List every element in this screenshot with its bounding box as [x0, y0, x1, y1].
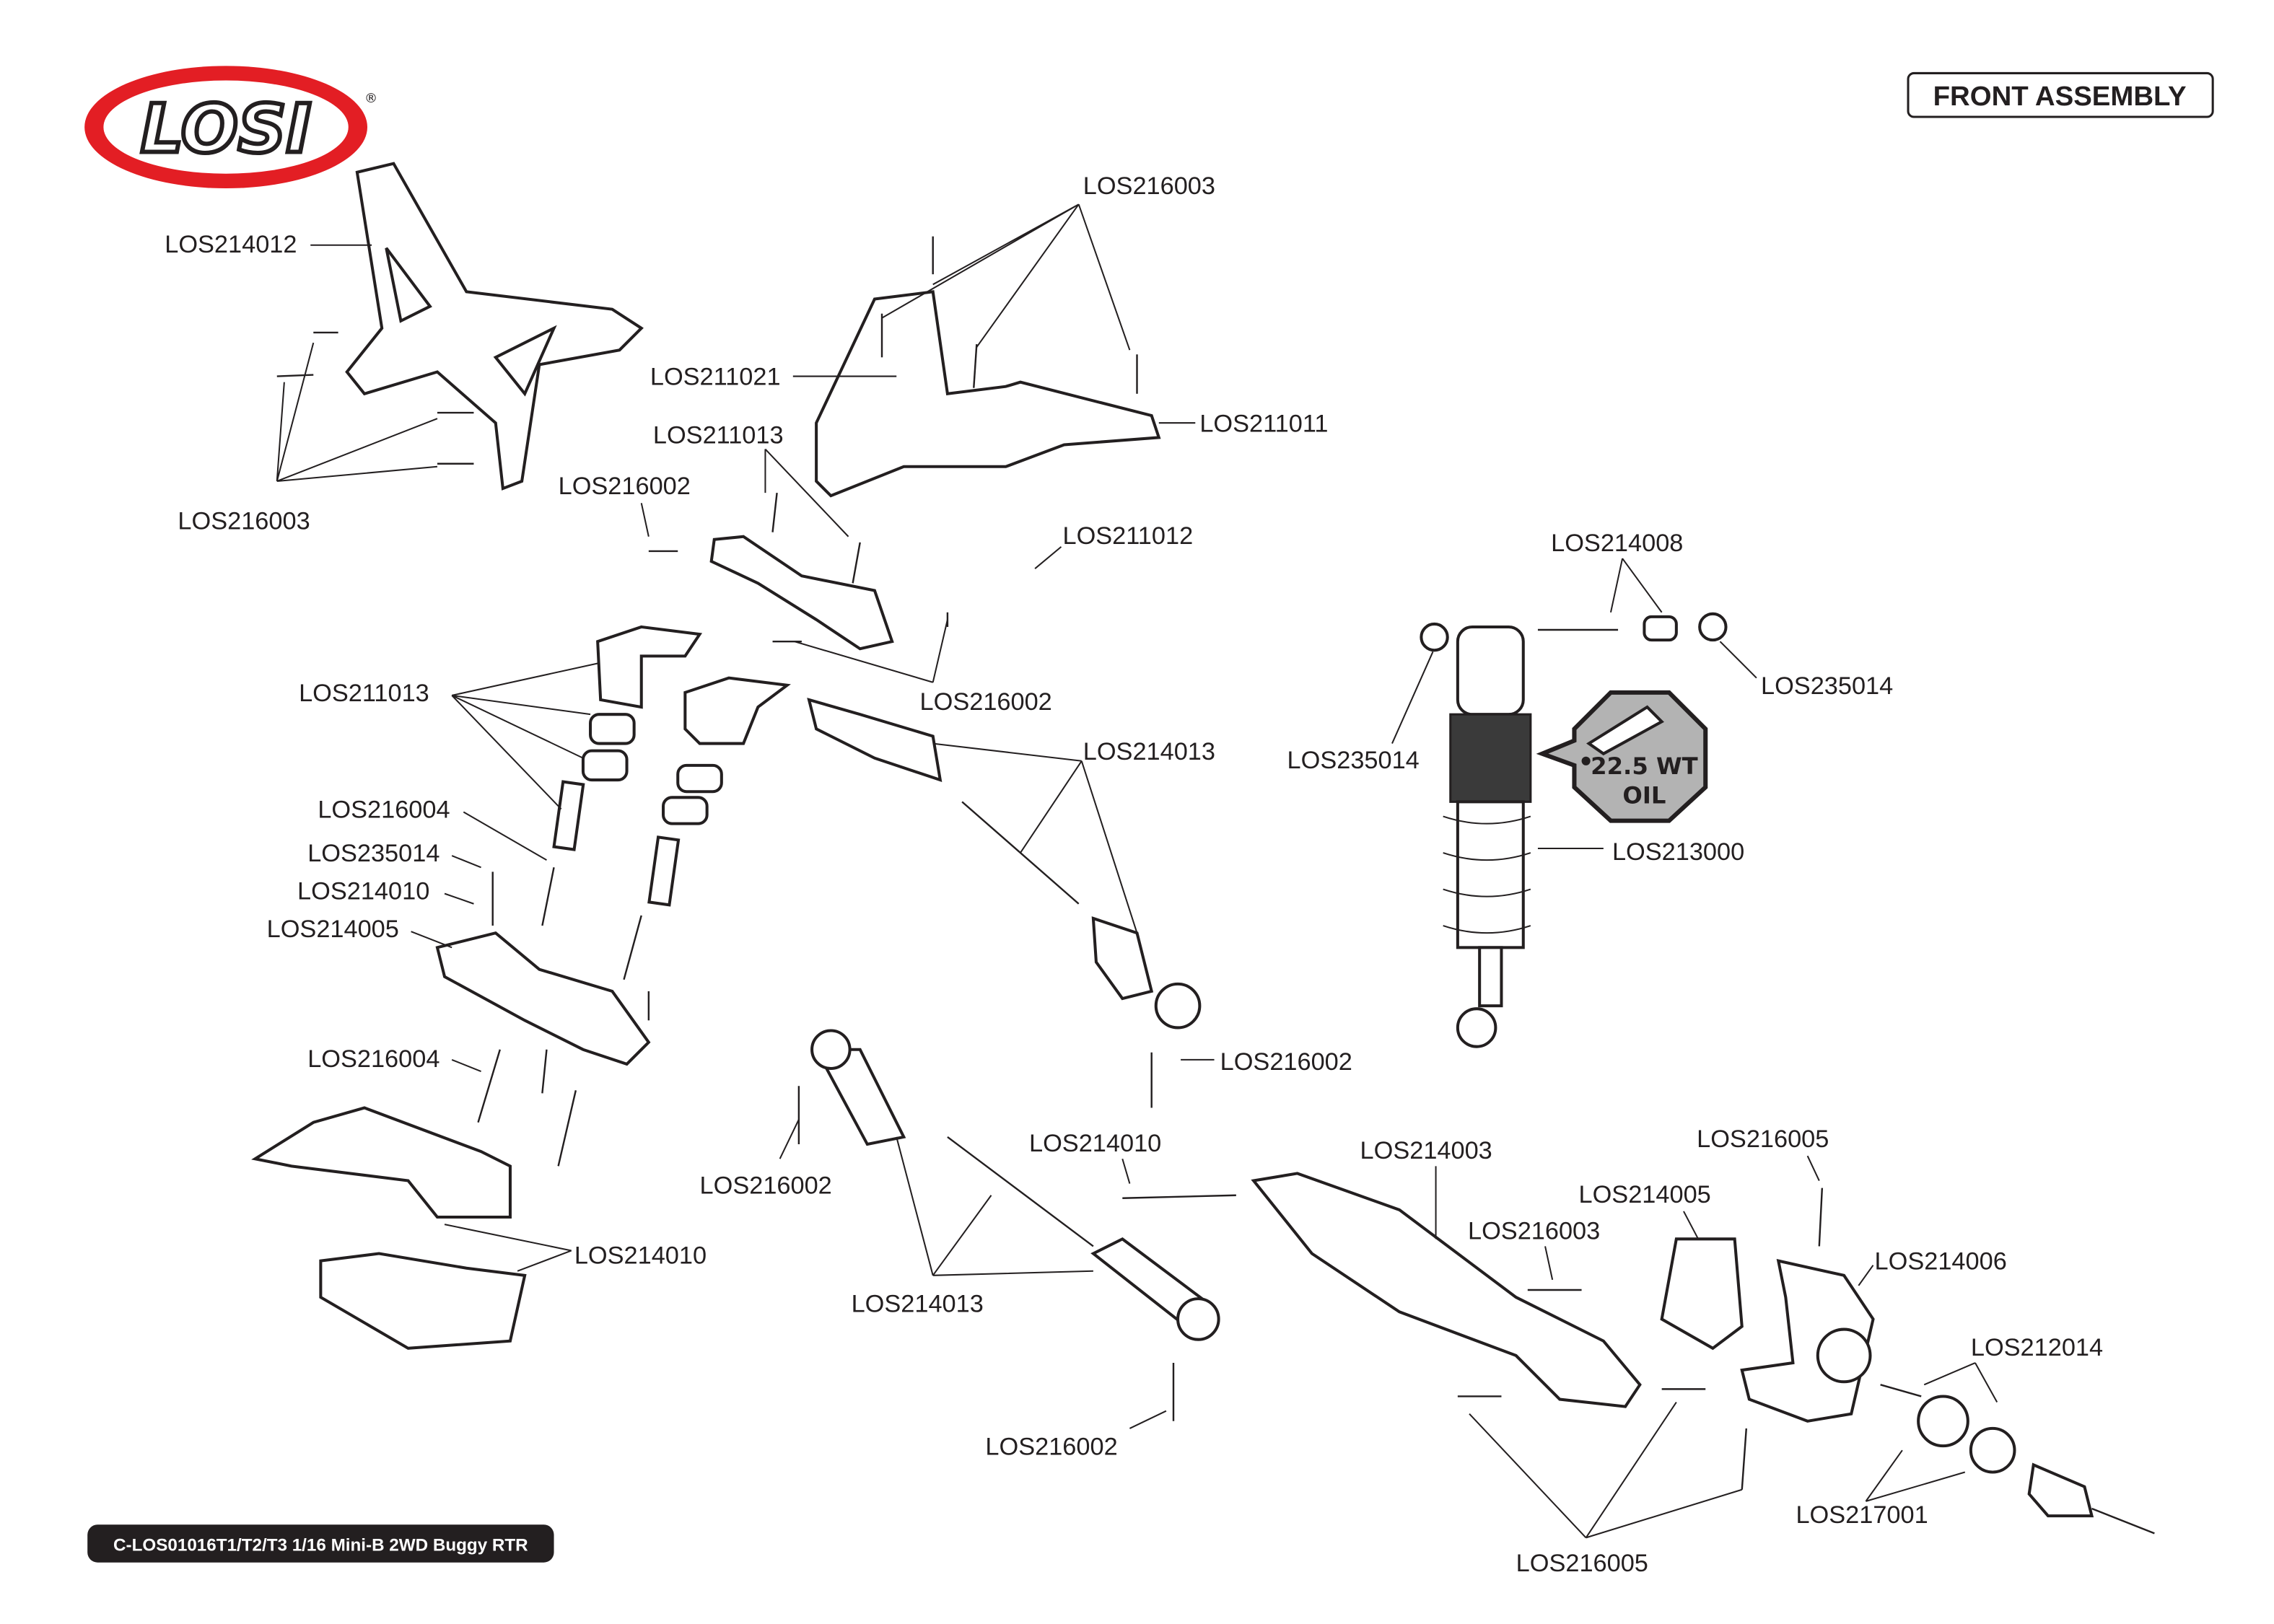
part-label: LOS212014	[1971, 1334, 2103, 1361]
part-label: LOS214003	[1360, 1137, 1492, 1164]
suspension-arm-part	[1251, 1172, 1642, 1408]
part-label: LOS216003	[1468, 1217, 1600, 1245]
part-label: LOS214010	[297, 878, 429, 905]
part-label: LOS214013	[852, 1290, 984, 1317]
front-bulkhead-lower-part	[251, 1106, 512, 1219]
part-label: LOS235014	[1761, 672, 1893, 700]
steering-rack-part	[435, 931, 651, 1066]
part-label: LOS214008	[1551, 530, 1683, 557]
screws	[276, 236, 1922, 1490]
losi-logo: LOSI ®	[84, 66, 377, 188]
part-label: LOS217001	[1796, 1501, 1928, 1529]
svg-text:®: ®	[364, 91, 377, 106]
part-labels: LOS214012 LOS216003 LOS216003 LOS211021 …	[165, 172, 2103, 1577]
part-label: LOS214012	[165, 231, 297, 258]
oil-drop-icon	[1581, 756, 1591, 765]
part-label: LOS235014	[1287, 747, 1420, 774]
shock-part	[1420, 612, 1728, 1048]
part-label: LOS211011	[1199, 410, 1328, 437]
skid-plate-part	[319, 1252, 527, 1350]
part-label: LOS214010	[1029, 1130, 1161, 1157]
caster-block-part	[1660, 1237, 1744, 1351]
part-label: LOS214006	[1875, 1248, 2007, 1276]
svg-text:OIL: OIL	[1622, 781, 1666, 809]
part-label: LOS216005	[1697, 1125, 1829, 1153]
bulkhead-part	[815, 290, 1161, 498]
part-label: LOS216003	[1083, 172, 1215, 200]
axle-part	[2027, 1462, 2094, 1518]
shock-tower-part	[345, 162, 644, 491]
part-label: LOS214005	[267, 916, 399, 943]
svg-text:22.5 WT: 22.5 WT	[1591, 752, 1698, 780]
part-label: LOS216004	[307, 1045, 440, 1073]
part-label: LOS216002	[1220, 1048, 1352, 1076]
part-label: LOS216002	[920, 688, 1052, 716]
part-label: LOS216004	[318, 796, 450, 824]
part-label: LOS213000	[1612, 838, 1744, 866]
part-label: LOS235014	[307, 840, 440, 867]
part-label: LOS216005	[1516, 1550, 1648, 1577]
part-label: LOS216002	[700, 1172, 832, 1200]
part-label: LOS214005	[1579, 1181, 1711, 1208]
parts: 22.5 WT OIL	[251, 162, 2155, 1535]
svg-text:C-LOS01016T1/T2/T3 1/16 Mini-B: C-LOS01016T1/T2/T3 1/16 Mini-B 2WD Buggy…	[113, 1536, 528, 1555]
part-label: LOS211013	[653, 421, 784, 449]
model-footer: C-LOS01016T1/T2/T3 1/16 Mini-B 2WD Buggy…	[87, 1524, 554, 1563]
leader-lines	[276, 203, 1998, 1539]
oil-badge: 22.5 WT OIL	[1536, 690, 1708, 823]
part-label: LOS214013	[1083, 738, 1215, 765]
steering-link-part	[807, 698, 943, 783]
part-label: LOS211012	[1062, 522, 1193, 550]
svg-text:FRONT ASSEMBLY: FRONT ASSEMBLY	[1933, 81, 2187, 112]
part-label: LOS211021	[650, 364, 781, 391]
part-label: LOS216002	[559, 473, 691, 500]
part-label: LOS216002	[985, 1433, 1117, 1460]
part-label: LOS216003	[178, 508, 310, 535]
bellcrank-part	[709, 535, 894, 651]
part-label: LOS214010	[574, 1242, 707, 1270]
logo-text: LOSI	[141, 89, 311, 167]
part-label: LOS211013	[299, 680, 429, 707]
page-title: FRONT ASSEMBLY	[1907, 71, 2214, 118]
